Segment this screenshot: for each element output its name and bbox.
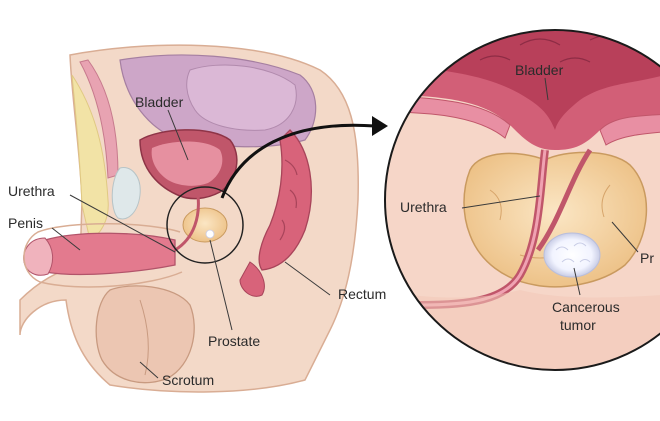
leader-bladder xyxy=(167,109,189,161)
prostate-organ xyxy=(182,207,228,243)
abdominal-wall xyxy=(79,59,119,179)
leader-zoom-urethra xyxy=(461,195,541,209)
zoom-arrow xyxy=(220,116,388,199)
labels: Bladder Urethra Penis Rectum Prostate Sc… xyxy=(8,62,654,388)
penis-organ xyxy=(33,232,176,276)
penis-skin xyxy=(23,222,183,288)
label-zoom-prostate-partial: Pr xyxy=(640,250,654,266)
leader-zoom-prostate xyxy=(611,221,639,253)
pelvic-floor xyxy=(239,261,265,297)
label-scrotum: Scrotum xyxy=(162,372,214,388)
intestine-fold xyxy=(186,64,297,131)
rectum-organ xyxy=(258,129,312,271)
leader-penis xyxy=(51,227,81,251)
zoom-panel-border xyxy=(384,29,660,371)
label-zoom-cancer-line2: tumor xyxy=(560,317,596,333)
zoom-tumor xyxy=(543,232,601,278)
leader-zoom-bladder xyxy=(544,77,549,101)
label-urethra: Urethra xyxy=(8,183,55,199)
label-zoom-urethra: Urethra xyxy=(400,199,447,215)
rectum-folds xyxy=(279,159,298,241)
leader-zoom-tumor xyxy=(573,267,581,296)
label-rectum: Rectum xyxy=(338,286,386,302)
arrow-curve xyxy=(220,123,376,199)
label-bladder: Bladder xyxy=(135,94,184,110)
zoom-tumor-texture xyxy=(555,242,591,263)
zoom-bladder-lumen xyxy=(440,30,660,130)
pubic-fat xyxy=(71,74,109,241)
scrotum-organ xyxy=(95,285,195,384)
leader-prostate xyxy=(209,239,233,331)
label-zoom-cancer-line1: Cancerous xyxy=(552,299,620,315)
penis-glans xyxy=(23,237,53,276)
zoom-ejaculatory-duct xyxy=(535,148,593,252)
prostate-tumor-small xyxy=(205,229,215,239)
zoom-focus-circle xyxy=(166,186,244,264)
bladder-lumen xyxy=(151,141,223,186)
leader-urethra xyxy=(69,194,176,253)
leader-scrotum xyxy=(139,361,159,379)
leader-rectum xyxy=(284,261,331,296)
label-prostate: Prostate xyxy=(208,333,260,349)
scrotum-crease xyxy=(139,299,149,376)
leader-lines xyxy=(51,77,639,379)
left-anatomy-illustration xyxy=(19,44,359,393)
zoom-muscle-band-right xyxy=(599,109,660,146)
label-penis: Penis xyxy=(8,215,43,231)
label-zoom-bladder: Bladder xyxy=(515,62,564,78)
pubic-bone xyxy=(111,166,141,220)
arrow-head-icon xyxy=(372,116,388,136)
